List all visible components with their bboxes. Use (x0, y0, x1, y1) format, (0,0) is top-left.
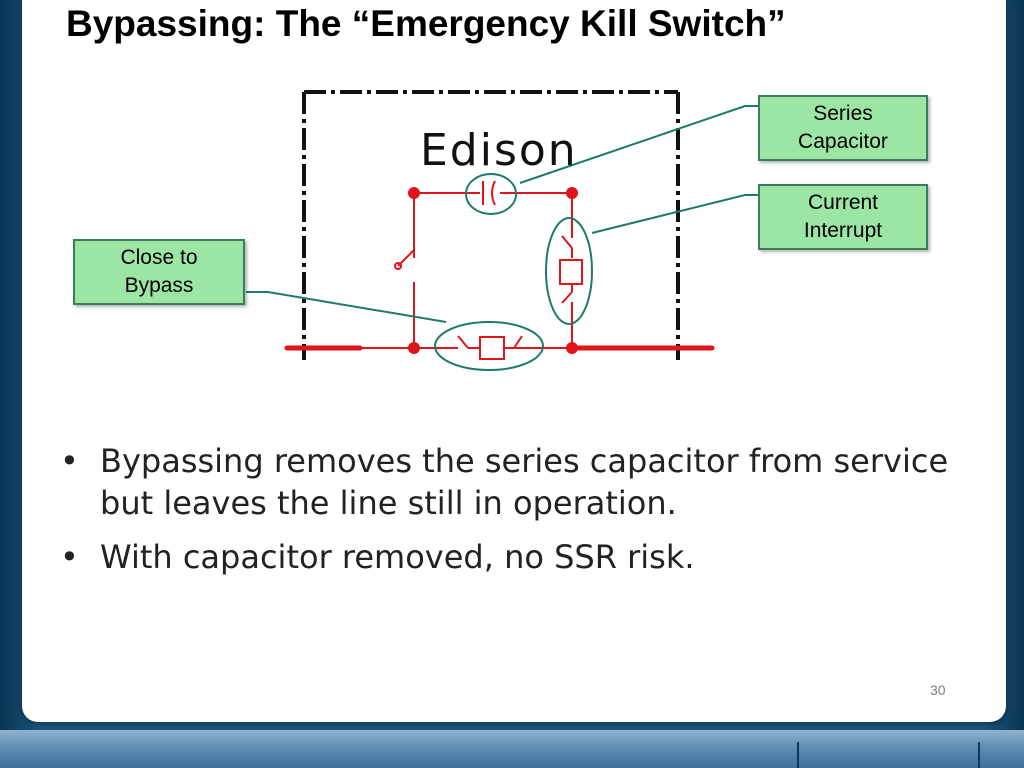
current-interrupt-symbol (559, 235, 583, 304)
bullet-list: • Bypassing removes the series capacitor … (60, 440, 960, 590)
circuit-wires (360, 192, 573, 349)
callout-line: Interrupt (803, 219, 883, 242)
callout-line: Series (813, 102, 873, 125)
slide-title: Bypassing: The “Emergency Kill Switch” (66, 3, 786, 44)
callout-line: Capacitor (798, 130, 888, 153)
highlight-ellipses (434, 173, 593, 371)
bullet-text: With capacitor removed, no SSR risk. (100, 538, 695, 576)
bullet-item: • With capacitor removed, no SSR risk. (60, 536, 960, 578)
page-number: 30 (930, 682, 946, 698)
callout-close-to-bypass: Close to Bypass (73, 239, 245, 305)
substation-boundary (302, 90, 680, 360)
bypass-switch-symbol (394, 249, 415, 270)
bullet-text: Bypassing removes the series capacitor f… (100, 442, 949, 522)
leader-lines (246, 105, 758, 323)
circuit-nodes (408, 187, 578, 354)
callout-series-capacitor: Series Capacitor (758, 95, 928, 161)
station-label: Edison (420, 125, 578, 176)
callout-line: Bypass (124, 274, 194, 297)
bypass-breaker-symbol (457, 335, 523, 360)
bullet-item: • Bypassing removes the series capacitor … (60, 440, 960, 524)
callout-line: Current (807, 191, 879, 214)
callout-current-interrupt: Current Interrupt (758, 184, 928, 250)
capacitor-symbol (482, 180, 496, 206)
bullet-marker: • (60, 442, 79, 480)
bullet-marker: • (60, 538, 79, 576)
footer-bar (0, 730, 1024, 768)
footer-divider (797, 742, 799, 768)
callout-line: Close to (120, 246, 198, 269)
footer-divider (978, 742, 980, 768)
